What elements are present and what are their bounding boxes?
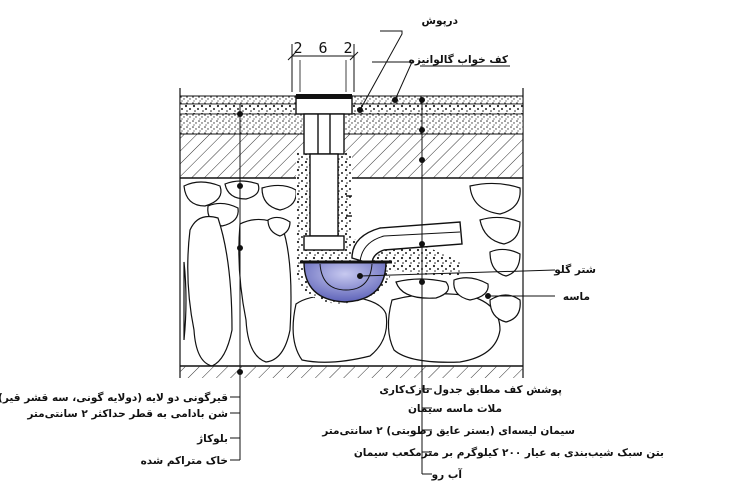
dimension-right: 2 [343, 39, 352, 57]
label-left-2: شن بادامی به قطر حداکثر ۲ سانتی‌متر [26, 408, 228, 420]
label-left-4: خاک متراکم شده [141, 455, 228, 467]
dimension-middle: 6 [318, 39, 327, 57]
label-trap: شتر گلو [553, 263, 596, 276]
label-left-1: قیرگونی دو لایه (دولایه گونی، سه قشر قیر… [0, 391, 228, 404]
trap-water-seal [319, 263, 373, 291]
label-left-3: بلوکاژ [196, 433, 228, 445]
right-leaders [357, 269, 556, 299]
label-right-2: ملات ماسه سیمان [408, 403, 502, 415]
dimension-left: 2 [293, 39, 302, 57]
label-sand: ماسه [563, 291, 590, 303]
outlet-pipe [351, 221, 463, 265]
left-leaders [230, 104, 243, 461]
drain-body [295, 95, 353, 251]
label-right-1: پوشش کف مطابق جدول نازک‌کاری [379, 384, 562, 396]
bottom-right-leaders [419, 97, 432, 475]
label-cover: درپوش [422, 15, 459, 27]
drain-cover-grate [296, 94, 352, 99]
label-right-4: بتن سبک شیب‌بندی به عیار ۲۰۰ کیلوگرم بر … [354, 446, 664, 459]
dimension-marks: 2 6 2 [287, 39, 359, 92]
label-right-5: آب رو [431, 468, 463, 481]
label-galvanized-floor: کف خواب گالوانیزه [409, 53, 509, 66]
cement-screed-layer [179, 113, 524, 135]
blockage-stones [183, 180, 521, 367]
trap-bowl [303, 261, 387, 303]
outlet-pipe-inner [359, 231, 461, 263]
label-right-3: سیمان لیسه‌ای (بستر عایق رطوبتی) ۲ سانتی… [321, 425, 575, 437]
top-leaders [357, 30, 413, 113]
compacted-soil-hatch [180, 366, 523, 378]
